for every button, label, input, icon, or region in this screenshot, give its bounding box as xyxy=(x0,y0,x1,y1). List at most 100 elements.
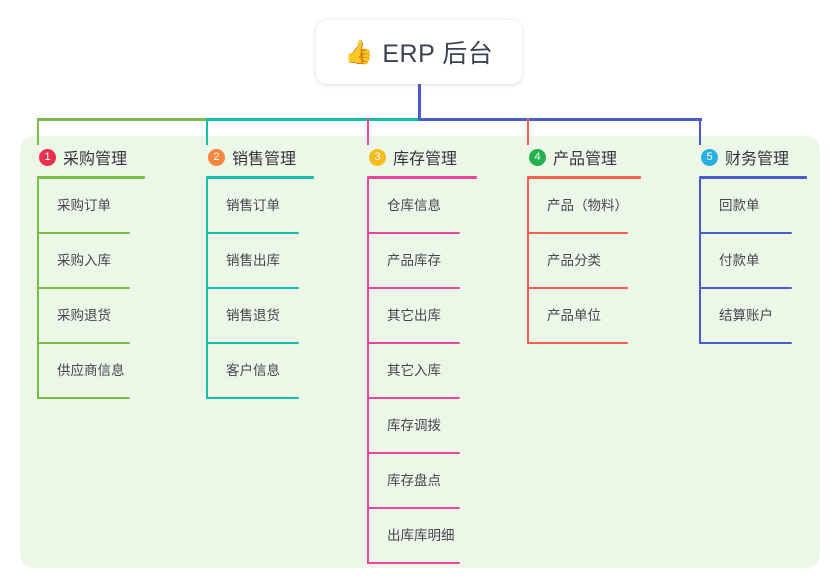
branch-title: 产品管理 xyxy=(553,151,618,168)
item-connector-stem xyxy=(367,454,369,509)
item-underline xyxy=(528,287,628,289)
branch-drop-5 xyxy=(699,118,701,145)
item-label: 产品（物料） xyxy=(547,198,628,213)
branch-item[interactable]: 其它出库 xyxy=(367,289,477,344)
item-label: 回款单 xyxy=(719,198,760,213)
branch-drop-3 xyxy=(367,118,369,145)
branch-item[interactable]: 仓库信息 xyxy=(367,179,477,234)
branch-title: 财务管理 xyxy=(725,151,790,168)
root-stem xyxy=(417,84,421,121)
branch-item[interactable]: 库存盘点 xyxy=(367,454,477,509)
branch-item[interactable]: 其它入库 xyxy=(367,344,477,399)
branch-item[interactable]: 销售订单 xyxy=(206,179,314,234)
branch-item[interactable]: 产品（物料） xyxy=(527,179,641,234)
item-label: 客户信息 xyxy=(226,363,280,378)
branch-item[interactable]: 结算账户 xyxy=(699,289,807,344)
item-underline xyxy=(700,287,792,289)
branch-item[interactable]: 销售出库 xyxy=(206,234,314,289)
item-underline xyxy=(207,232,299,234)
item-label: 库存调拨 xyxy=(387,418,441,433)
item-underline xyxy=(368,507,460,509)
branch-header-4[interactable]: 4 产品管理 xyxy=(527,145,641,169)
branch-item[interactable]: 产品库存 xyxy=(367,234,477,289)
branch-column-3: 3 库存管理仓库信息产品库存其它出库其它入库库存调拨库存盘点出库库明细 xyxy=(367,145,477,564)
item-connector-stem xyxy=(206,344,208,399)
root-node-content: 👍 ERP 后台 xyxy=(345,34,494,70)
branch-number-badge: 2 xyxy=(208,148,225,166)
branch-items: 产品（物料） 产品分类产品单位 xyxy=(527,179,641,344)
item-underline xyxy=(38,287,130,289)
branch-header-3[interactable]: 3 库存管理 xyxy=(367,145,477,169)
item-connector-stem xyxy=(367,509,369,564)
item-connector-stem xyxy=(37,179,39,234)
item-connector-stem xyxy=(206,289,208,344)
branch-item[interactable]: 库存调拨 xyxy=(367,399,477,454)
item-label: 采购退货 xyxy=(57,308,111,323)
item-label: 付款单 xyxy=(719,253,760,268)
item-connector-stem xyxy=(206,179,208,234)
branch-number-badge: 3 xyxy=(369,148,386,166)
item-label: 采购订单 xyxy=(57,198,111,213)
item-underline xyxy=(368,452,460,454)
item-label: 销售订单 xyxy=(226,198,280,213)
branch-item[interactable]: 销售退货 xyxy=(206,289,314,344)
root-node-erp-backend[interactable]: 👍 ERP 后台 xyxy=(316,20,522,84)
trunk-segment-teal xyxy=(206,118,420,121)
branch-drop-4 xyxy=(527,118,529,145)
item-underline xyxy=(700,232,792,234)
item-connector-stem xyxy=(367,344,369,399)
trunk-segment-green xyxy=(37,118,208,121)
item-underline xyxy=(38,397,130,399)
item-label: 库存盘点 xyxy=(387,473,441,488)
item-connector-stem xyxy=(699,234,701,289)
branch-items: 采购订单采购入库采购退货供应商信息 xyxy=(37,179,145,399)
branch-item[interactable]: 产品分类 xyxy=(527,234,641,289)
branch-item[interactable]: 采购订单 xyxy=(37,179,145,234)
item-connector-stem xyxy=(37,234,39,289)
item-connector-stem xyxy=(367,399,369,454)
branch-item[interactable]: 回款单 xyxy=(699,179,807,234)
item-underline xyxy=(207,287,299,289)
item-underline xyxy=(38,342,130,344)
item-connector-stem xyxy=(37,344,39,399)
item-underline xyxy=(207,397,299,399)
item-underline xyxy=(207,342,299,344)
branch-items: 回款单付款单结算账户 xyxy=(699,179,807,344)
item-underline xyxy=(38,232,130,234)
branch-item[interactable]: 客户信息 xyxy=(206,344,314,399)
item-underline xyxy=(368,397,460,399)
item-label: 出库库明细 xyxy=(387,528,455,543)
item-underline xyxy=(368,287,460,289)
branch-header-underline xyxy=(367,176,477,179)
branch-title: 库存管理 xyxy=(393,151,458,168)
branch-item[interactable]: 付款单 xyxy=(699,234,807,289)
branch-item[interactable]: 采购入库 xyxy=(37,234,145,289)
item-connector-stem xyxy=(527,179,529,234)
item-connector-stem xyxy=(367,179,369,234)
item-underline xyxy=(368,562,460,564)
thumbs-up-icon: 👍 xyxy=(344,38,374,65)
branch-number-badge: 4 xyxy=(529,148,546,166)
item-connector-stem xyxy=(367,234,369,289)
branch-item[interactable]: 采购退货 xyxy=(37,289,145,344)
branch-item[interactable]: 供应商信息 xyxy=(37,344,145,399)
item-label: 采购入库 xyxy=(57,253,111,268)
item-label: 仓库信息 xyxy=(387,198,441,213)
branch-header-underline xyxy=(206,176,314,179)
branch-item[interactable]: 产品单位 xyxy=(527,289,641,344)
item-label: 销售退货 xyxy=(226,308,280,323)
item-underline xyxy=(368,342,460,344)
item-label: 产品库存 xyxy=(387,253,441,268)
item-connector-stem xyxy=(699,179,701,234)
item-connector-stem xyxy=(527,289,529,344)
trunk-segment-blue xyxy=(418,118,702,121)
item-connector-stem xyxy=(206,234,208,289)
branch-item[interactable]: 出库库明细 xyxy=(367,509,477,564)
branch-header-underline xyxy=(527,176,641,179)
